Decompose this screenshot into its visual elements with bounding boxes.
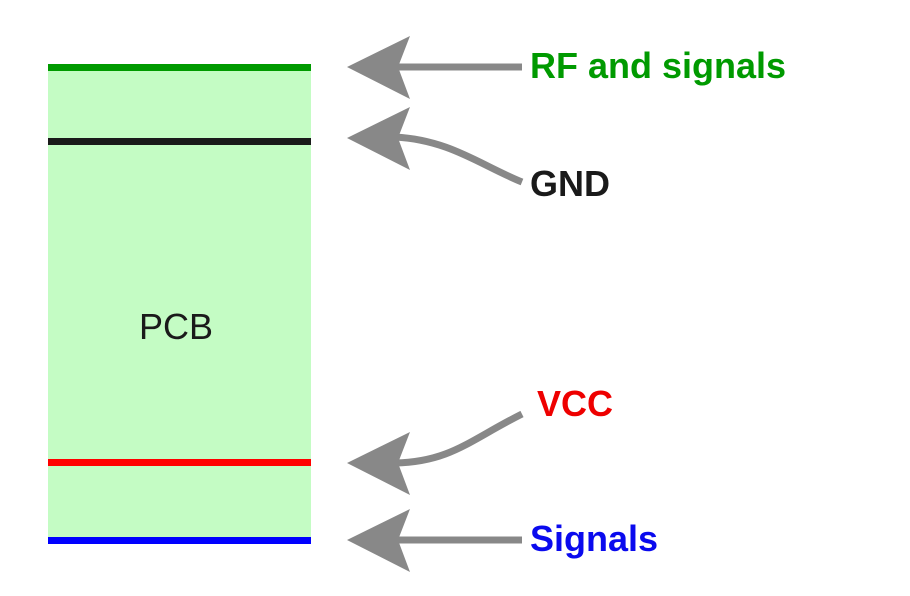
- layer-line-signals: [48, 537, 311, 544]
- arrow-signals: [347, 509, 522, 572]
- arrow-shaft: [394, 133, 524, 186]
- pcb-label: PCB: [139, 306, 213, 347]
- layer-label-rf-and-signals: RF and signals: [530, 45, 786, 86]
- layer-line-vcc: [48, 459, 311, 466]
- layer-line-rf-and-signals: [48, 64, 311, 71]
- arrowhead-icon: [347, 432, 410, 495]
- arrow-rf-and-signals: [347, 36, 522, 99]
- layer-label-gnd: GND: [530, 163, 610, 204]
- layer-label-signals: Signals: [530, 518, 658, 559]
- arrowhead-icon: [347, 509, 410, 572]
- arrowhead-icon: [347, 107, 410, 170]
- arrow-vcc: [347, 410, 524, 495]
- layer-line-gnd: [48, 138, 311, 145]
- layer-label-vcc: VCC: [537, 383, 613, 424]
- arrowhead-icon: [347, 36, 410, 99]
- arrow-gnd: [347, 107, 524, 186]
- arrow-shaft: [394, 410, 524, 467]
